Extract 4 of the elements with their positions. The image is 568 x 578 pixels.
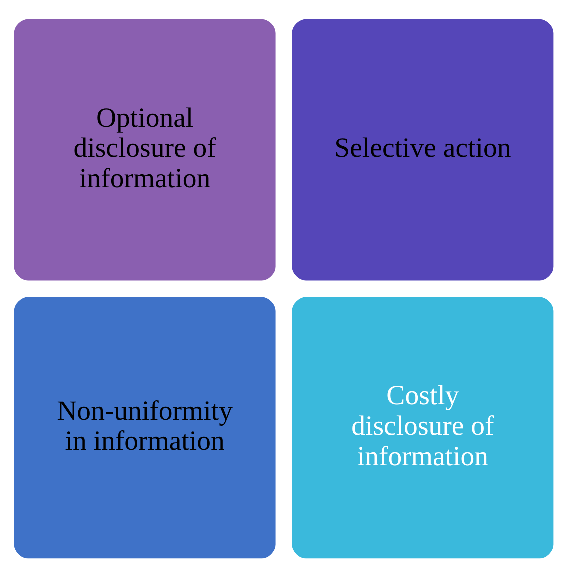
node-box: Costly disclosure of information — [290, 294, 556, 562]
node-box: Non-uniformity in information — [12, 294, 278, 562]
node-box: Selective action — [290, 16, 556, 284]
node-box: Optional disclosure of information — [12, 16, 278, 284]
